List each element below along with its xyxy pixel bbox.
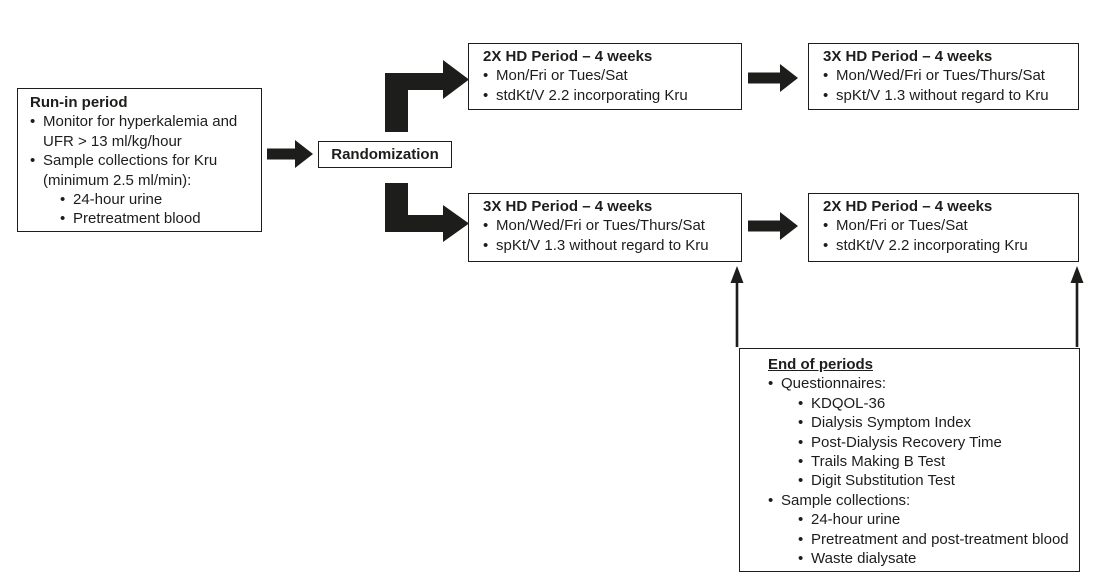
run-in-bullet: Monitor for hyperkalemia and UFR > 13 ml… [30, 112, 255, 151]
arm2-period2-box: 2X HD Period – 4 weeks Mon/Fri or Tues/S… [808, 193, 1079, 262]
arrow-endofperiods-to-arm2period1-up-icon [730, 266, 744, 347]
arm2-period2-bullet: stdKt/V 2.2 incorporating Kru [823, 236, 1072, 256]
arm1-period1-bullet: Mon/Fri or Tues/Sat [483, 66, 735, 86]
run-in-period-title: Run-in period [30, 94, 128, 111]
end-of-periods-box: End of periods Questionnaires: KDQOL-36 … [739, 348, 1080, 572]
arm2-period1-bullet: Mon/Wed/Fri or Tues/Thurs/Sat [483, 216, 735, 236]
arm1-period2-bullet: spKt/V 1.3 without regard to Kru [823, 86, 1072, 106]
randomization-label: Randomization [331, 145, 439, 163]
questionnaire-item: Post-Dialysis Recovery Time [798, 433, 1073, 453]
run-in-sub-bullet: Pretreatment blood [60, 209, 255, 229]
arrow-arm2-period1-to-period2-icon [748, 212, 798, 240]
arm2-period1-box: 3X HD Period – 4 weeks Mon/Wed/Fri or Tu… [468, 193, 742, 262]
arrow-runin-to-randomization-icon [267, 140, 313, 168]
end-of-periods-bullet: Sample collections: [768, 491, 1073, 511]
questionnaire-item: KDQOL-36 [798, 394, 1073, 414]
arm1-period2-title: 3X HD Period – 4 weeks [823, 48, 993, 65]
arrow-randomization-to-arm2-elbow-down-icon [385, 183, 469, 242]
arm2-period2-title: 2X HD Period – 4 weeks [823, 198, 993, 215]
arm1-period1-title: 2X HD Period – 4 weeks [483, 48, 653, 65]
run-in-period-box: Run-in period Monitor for hyperkalemia a… [17, 88, 262, 232]
end-of-periods-bullet: Questionnaires: [768, 374, 1073, 394]
run-in-sub-bullet: 24-hour urine [60, 190, 255, 210]
arm1-period1-box: 2X HD Period – 4 weeks Mon/Fri or Tues/S… [468, 43, 742, 110]
sample-collection-item: Pretreatment and post-treatment blood [798, 530, 1073, 550]
arm2-period1-title: 3X HD Period – 4 weeks [483, 198, 653, 215]
run-in-bullet: Sample collections for Kru (minimum 2.5 … [30, 151, 255, 190]
arrow-arm1-period1-to-period2-icon [748, 64, 798, 92]
questionnaire-item: Digit Substitution Test [798, 471, 1073, 491]
arm1-period2-box: 3X HD Period – 4 weeks Mon/Wed/Fri or Tu… [808, 43, 1079, 110]
sample-collection-item: 24-hour urine [798, 510, 1073, 530]
questionnaire-item: Trails Making B Test [798, 452, 1073, 472]
arm2-period1-bullet: spKt/V 1.3 without regard to Kru [483, 236, 735, 256]
sample-collection-item: Waste dialysate [798, 549, 1073, 569]
questionnaire-item: Dialysis Symptom Index [798, 413, 1073, 433]
arm2-period2-bullet: Mon/Fri or Tues/Sat [823, 216, 1072, 236]
arm1-period2-bullet: Mon/Wed/Fri or Tues/Thurs/Sat [823, 66, 1072, 86]
end-of-periods-title: End of periods [768, 356, 873, 373]
arrow-endofperiods-to-arm2period2-up-icon [1070, 266, 1084, 347]
randomization-box: Randomization [318, 141, 452, 168]
arm1-period1-bullet: stdKt/V 2.2 incorporating Kru [483, 86, 735, 106]
arrow-randomization-to-arm1-elbow-up-icon [385, 60, 469, 132]
